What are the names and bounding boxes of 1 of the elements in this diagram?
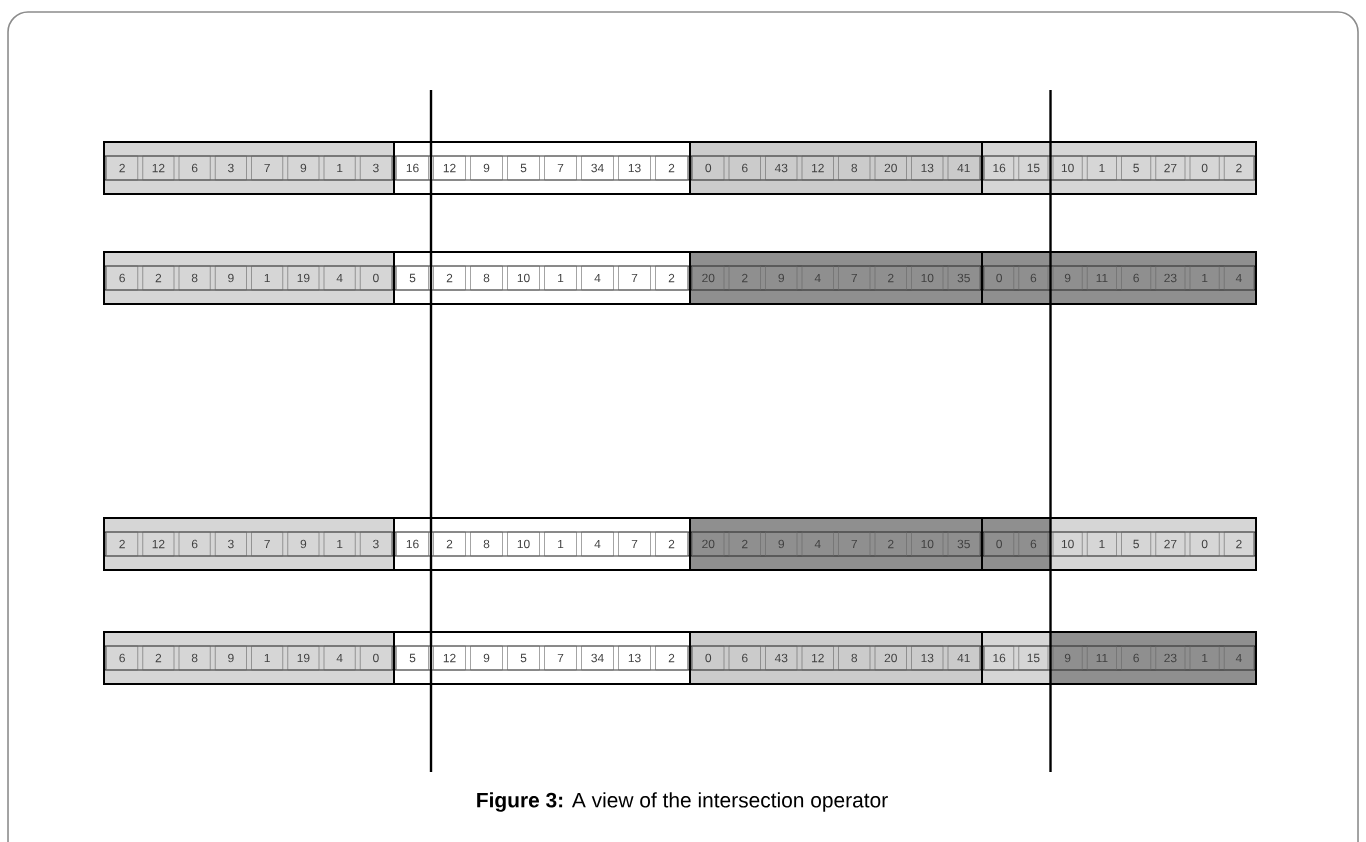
caption: Figure 3: A view of the intersection operator	[477, 792, 888, 812]
